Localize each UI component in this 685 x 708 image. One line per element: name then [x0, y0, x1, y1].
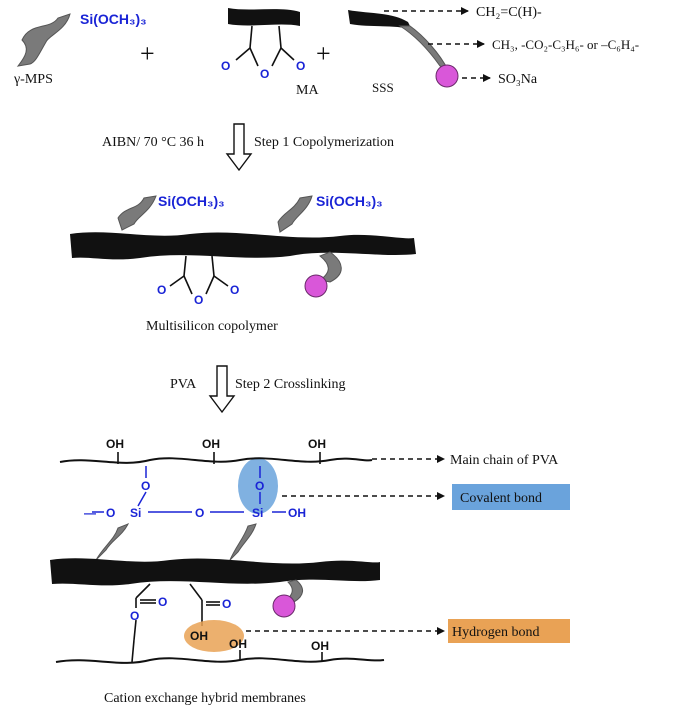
plus-sign-2: +	[316, 39, 331, 68]
pva-bottom-oh-1: OH	[229, 637, 247, 651]
mps-label: γ-MPS	[13, 72, 53, 87]
copolymer-carbonyl-o-right: O	[230, 283, 239, 297]
copolymer-ring-o: O	[194, 293, 203, 307]
pva-bottom-chain	[55, 657, 385, 664]
copolymer-caption: Multisilicon copolymer	[146, 319, 278, 334]
callout-covalent: Covalent bond	[460, 491, 542, 506]
covalent-highlight	[238, 458, 278, 514]
carbonyl-bonds	[140, 599, 220, 606]
siloxane-o-left: O	[106, 506, 115, 520]
membrane-linker-left	[95, 523, 130, 561]
plus-sign-1: +	[140, 39, 155, 68]
hydrogen-highlight	[184, 620, 244, 652]
siloxane-o-link-right: O	[255, 479, 264, 493]
sss-sulfonate-bead	[435, 64, 459, 88]
ma-anhydride-ring	[235, 25, 295, 67]
siloxane-dash: —	[84, 506, 96, 520]
ma-ring-o: O	[260, 67, 269, 81]
ester-carbonyl-o-right: O	[222, 597, 231, 611]
legend-spacer: CH₃, -CO₂-C₃H₆- or –C₆H₄-	[492, 37, 639, 52]
ma-carbonyl-o-right: O	[296, 59, 305, 73]
mps-silane-group: Si(OCH₃)₃	[80, 11, 147, 27]
copolymer-side-chain-left	[117, 195, 157, 231]
legend-vinyl: CH₂=C(H)-	[476, 5, 542, 20]
step2-arrow	[208, 365, 236, 414]
membrane-linker-right	[229, 523, 257, 561]
step1-label: Step 1 Copolymerization	[254, 135, 394, 150]
sss-chain-grey	[398, 25, 450, 72]
pva-oh-2: OH	[202, 437, 220, 451]
pva-oh-3: OH	[308, 437, 326, 451]
sss-chain-black	[348, 10, 412, 30]
step2-reagent: PVA	[170, 377, 197, 392]
membrane-copolymer-backbone	[50, 558, 380, 586]
siloxane-bonds	[92, 466, 286, 513]
ma-label: MA	[296, 83, 319, 98]
legend-sulfonate: SO₃Na	[498, 72, 538, 87]
callout-hydrogen: Hydrogen bond	[452, 625, 540, 640]
hydrogen-bond-box	[448, 619, 570, 643]
membrane-sulfonate-bead	[272, 594, 296, 618]
pva-bottom-oh-bonds	[239, 650, 323, 662]
copolymer-sulfonate-bead	[304, 274, 328, 298]
ester-o-bridge: O	[130, 609, 139, 623]
copolymer-backbone	[70, 232, 416, 260]
carboxyl-oh: OH	[190, 629, 208, 643]
mps-chain	[16, 13, 71, 67]
siloxane-o-mid: O	[195, 506, 204, 520]
membrane-caption: Cation exchange hybrid membranes	[104, 691, 306, 706]
copolymer-carbonyl-o-left: O	[157, 283, 166, 297]
copolymer-silane-left: Si(OCH₃)₃	[158, 193, 225, 209]
ma-carbonyl-o-left: O	[221, 59, 230, 73]
siloxane-o-link-left: O	[141, 479, 150, 493]
callout-main-chain: Main chain of PVA	[450, 453, 559, 468]
copolymer-side-chain-mid	[277, 195, 313, 233]
silicon-right: Si	[252, 506, 263, 520]
pva-top-oh-bonds	[117, 452, 321, 464]
pva-top-chain	[59, 457, 373, 464]
ma-chain	[228, 8, 300, 26]
covalent-bond-box	[452, 484, 570, 510]
copolymer-silane-right: Si(OCH₃)₃	[316, 193, 383, 209]
pva-bottom-oh-2: OH	[311, 639, 329, 653]
copolymer-anhydride-ring	[169, 255, 229, 295]
sss-label: SSS	[372, 80, 394, 95]
silicon-left: Si	[130, 506, 141, 520]
ester-carbonyl-o-left: O	[158, 595, 167, 609]
silanol-oh: OH	[288, 506, 306, 520]
pva-oh-1: OH	[106, 437, 124, 451]
step1-conditions: AIBN/ 70 °C 36 h	[102, 135, 204, 150]
step2-label: Step 2 Crosslinking	[235, 377, 345, 392]
step1-arrow	[225, 123, 253, 172]
